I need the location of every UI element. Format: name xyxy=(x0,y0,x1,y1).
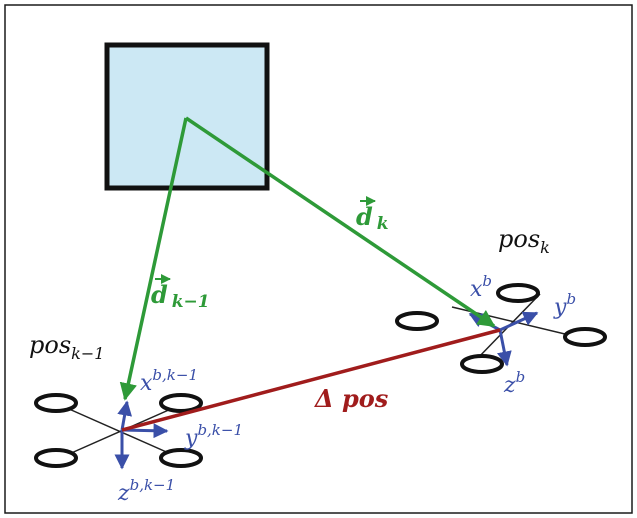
svg-text:dk: dk xyxy=(356,202,389,234)
vector-d-k xyxy=(185,116,496,328)
rotor xyxy=(563,327,607,347)
drone-k-minus-1 xyxy=(34,393,203,470)
label-x-b-k-minus-1: xb,k−1 xyxy=(140,366,198,396)
label-y-b-k-minus-1: yb,k−1 xyxy=(184,421,243,451)
rotor xyxy=(395,311,439,331)
rotor xyxy=(159,448,203,468)
rotor xyxy=(460,354,504,374)
vector-d-k-minus-1 xyxy=(119,117,188,401)
label-pos-k: posk xyxy=(498,225,550,257)
label-z-b: zb xyxy=(503,368,525,398)
rotor xyxy=(34,393,78,413)
x-axis-arrow xyxy=(117,400,133,431)
label-delta-pos: Δ pos xyxy=(314,384,389,413)
label-z-b-k-minus-1: zb,k−1 xyxy=(117,476,175,506)
rotor xyxy=(159,393,203,413)
vector-delta-pos xyxy=(121,328,501,432)
y-axis-arrow xyxy=(121,423,169,439)
label-pos-k-minus-1: posk−1 xyxy=(29,331,104,363)
frame-border xyxy=(4,4,633,514)
y-axis-arrow xyxy=(499,311,539,332)
svg-text:dk−1: dk−1 xyxy=(151,280,210,312)
drone-arm xyxy=(59,404,181,459)
rotor xyxy=(34,448,78,468)
rotor xyxy=(496,283,540,303)
z-axis-arrow xyxy=(496,329,512,367)
label-x-b: xb xyxy=(470,272,492,302)
target-box xyxy=(104,42,270,191)
label-y-b: yb xyxy=(553,290,576,320)
